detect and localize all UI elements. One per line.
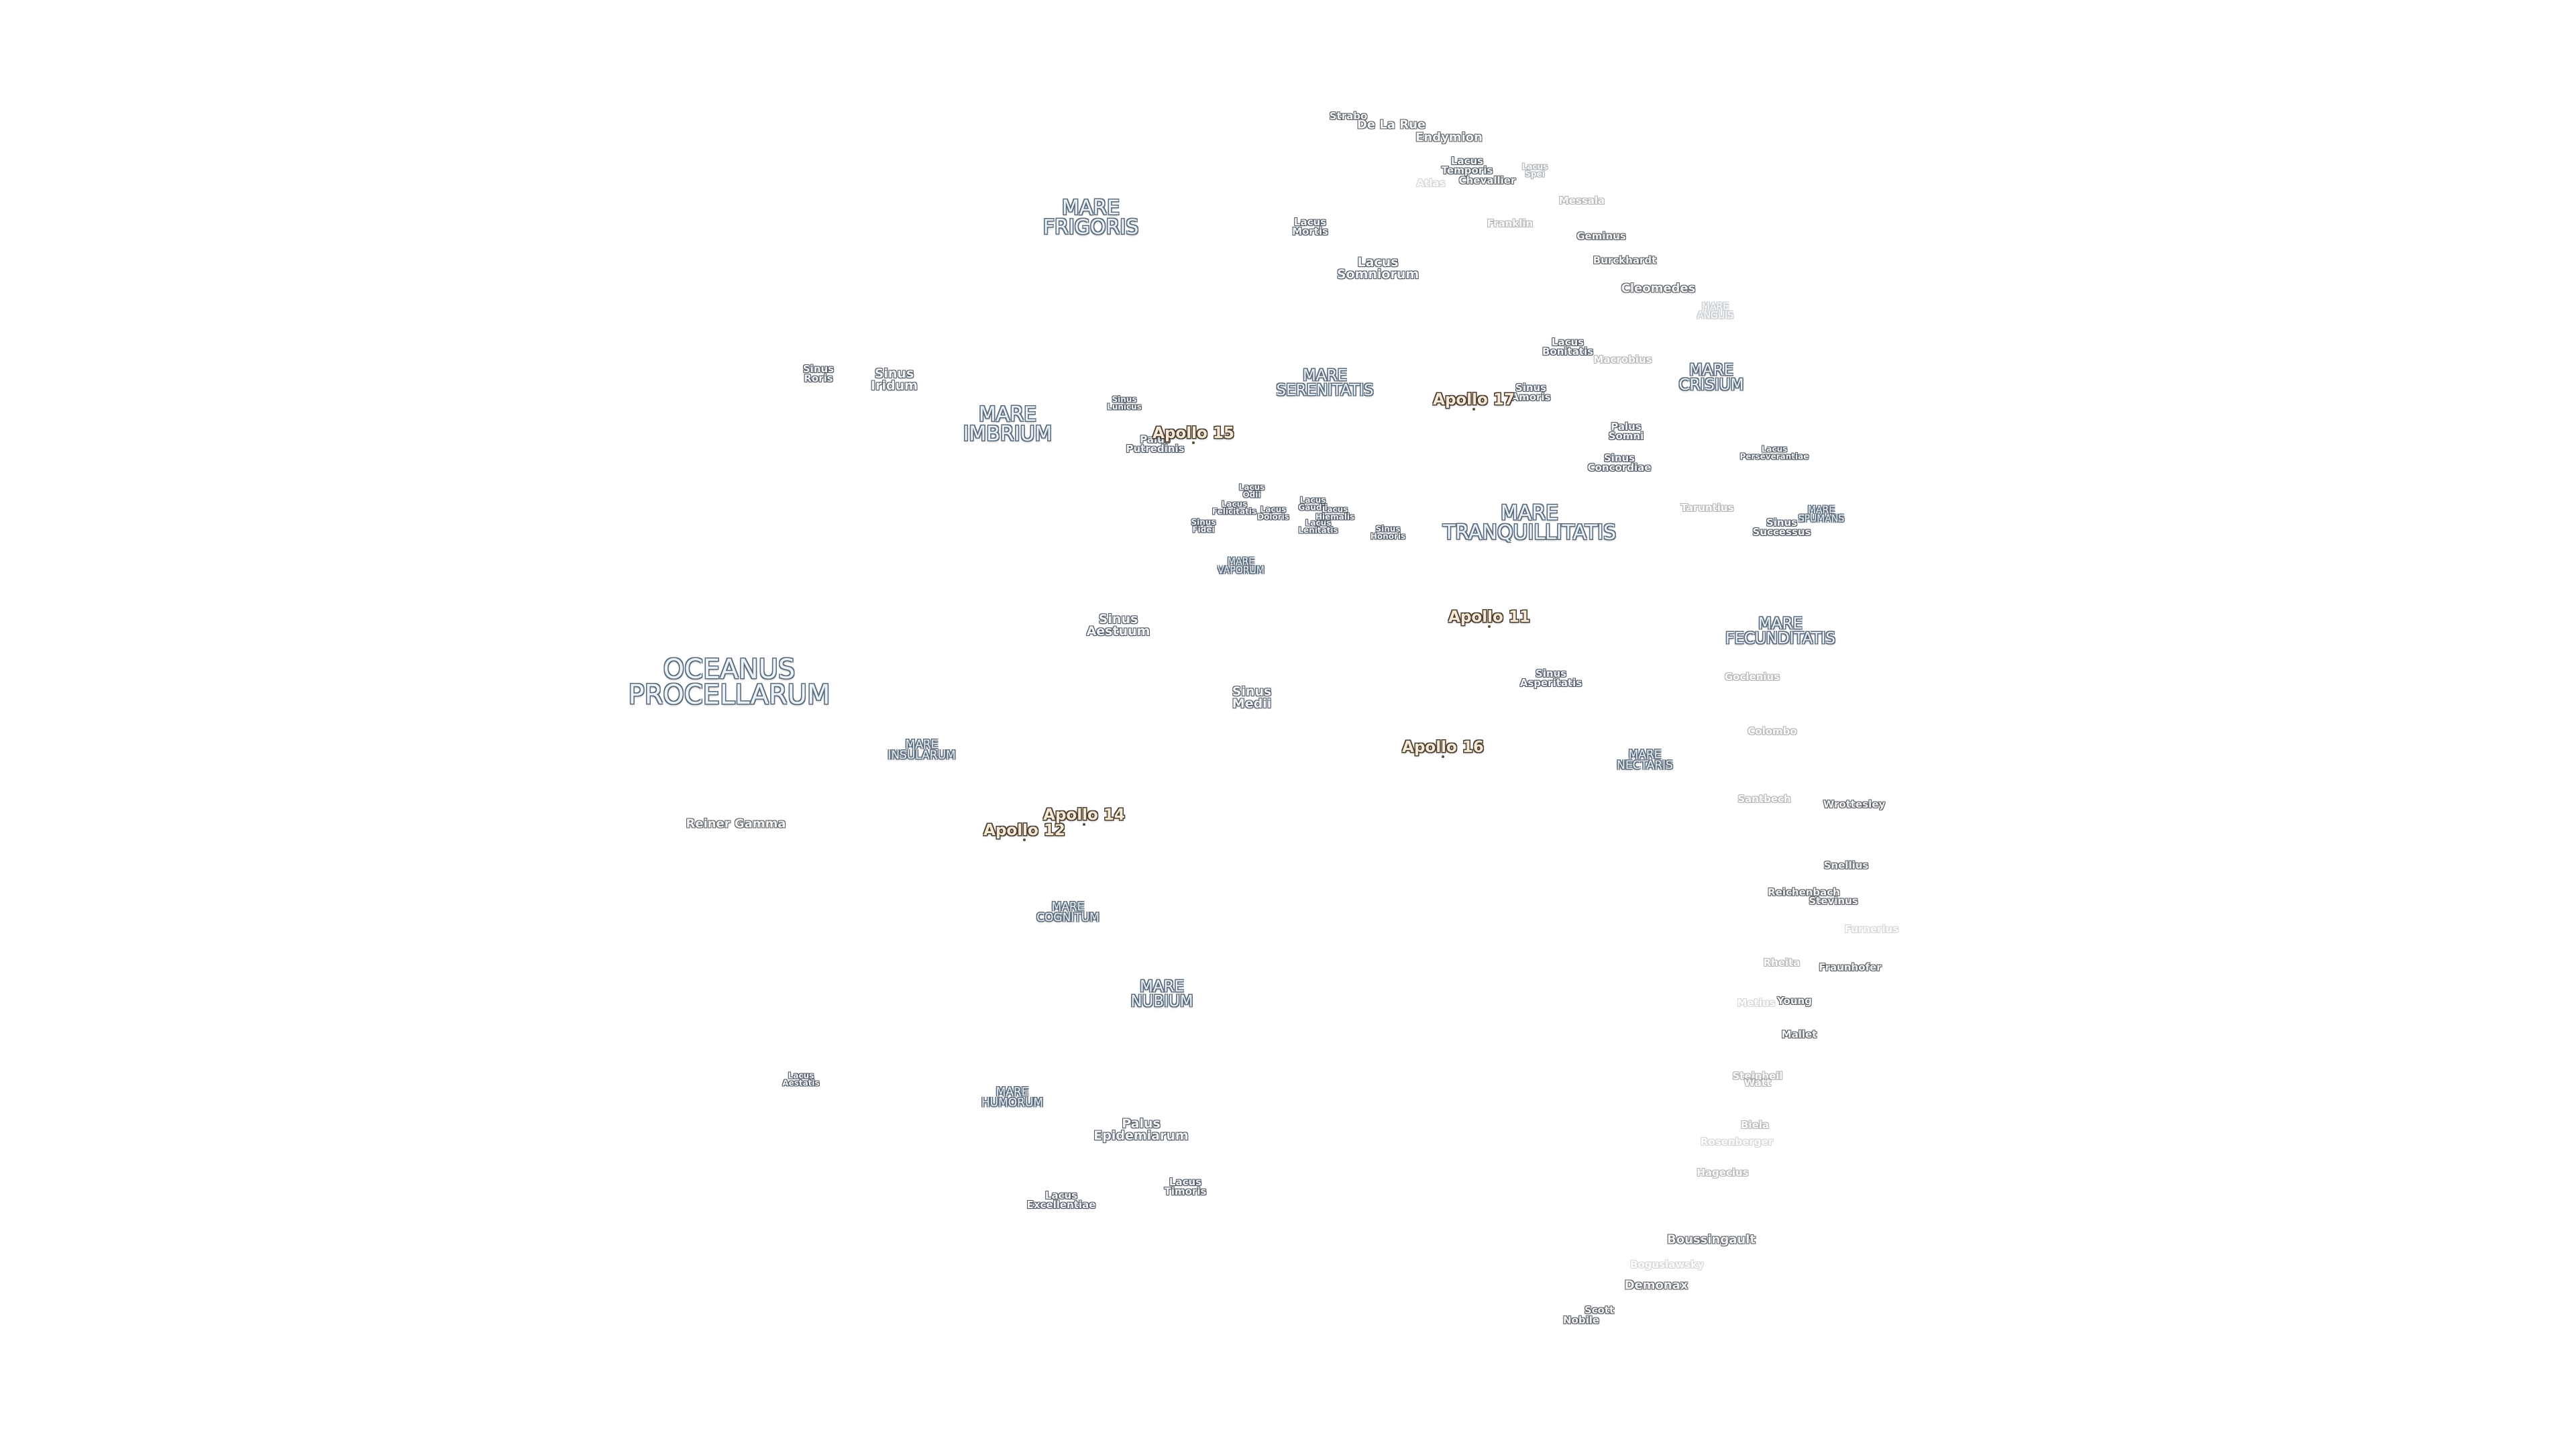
crater-label: Burckhardt: [1593, 254, 1657, 266]
mare-label: MARE NECTARIS: [1617, 747, 1673, 772]
mare-label: MARE FECUNDITATIS: [1725, 615, 1835, 647]
feature-label: Lacus Odii: [1238, 482, 1265, 500]
feature-label: Lacus Mortis: [1292, 215, 1328, 237]
landing-site-marker: [1083, 823, 1085, 826]
crater-label: Boussingault: [1667, 1232, 1756, 1247]
feature-label: Lacus Aestatis: [782, 1071, 820, 1088]
crater-label: Geminus: [1576, 229, 1626, 242]
crater-label: Goclenius: [1724, 670, 1780, 683]
apollo-15-label: Apollo 15: [1152, 425, 1234, 443]
feature-label: Sinus Concordiae: [1587, 451, 1652, 474]
feature-label: Lacus Temporis: [1441, 154, 1493, 176]
crater-label: Colombo: [1748, 724, 1797, 737]
landing-site-marker: [1472, 408, 1475, 411]
feature-label: Palus Putredinis: [1126, 433, 1185, 455]
feature-label: Sinus Roris: [802, 362, 835, 384]
landing-site-marker: [1442, 755, 1444, 758]
crater-label: Nobile: [1562, 1313, 1600, 1326]
mare-label: MARE FRIGORIS: [1042, 196, 1139, 239]
feature-label: Lacus Perseverantiae: [1739, 444, 1809, 462]
crater-label: Rosenberger: [1700, 1135, 1774, 1148]
crater-label: Fraunhofer: [1819, 961, 1882, 973]
feature-label: Sinus Asperitatis: [1519, 667, 1582, 689]
apollo-17-label: Apollo 17: [1433, 391, 1515, 409]
mare-label: MARE TRANQUILLITATIS: [1442, 501, 1617, 544]
crater-label: Steinheil: [1732, 1069, 1783, 1082]
crater-label: Chevallier: [1458, 174, 1516, 186]
feature-label: Sinus Lunicus: [1107, 394, 1142, 412]
mare-label: MARE NUBIUM: [1130, 978, 1193, 1010]
crater-label: Atlas: [1416, 176, 1446, 189]
crater-label: De La Rue: [1356, 117, 1426, 132]
mare-label: OCEANUS PROCELLARUM: [628, 654, 830, 710]
feature-label: Palus Somni: [1608, 420, 1644, 442]
crater-label: Rheita: [1763, 956, 1801, 969]
crater-label: Young: [1777, 994, 1812, 1007]
crater-label: Metius: [1737, 996, 1776, 1009]
mare-label: MARE COGNITUM: [1036, 900, 1099, 924]
crater-label: Macrobius: [1593, 353, 1652, 366]
apollo-12-label: Apollo 12: [983, 822, 1065, 840]
feature-label: Lacus Spei: [1521, 162, 1548, 179]
feature-label: Lacus Lenitatis: [1298, 518, 1338, 535]
crater-label: Furnerius: [1844, 922, 1899, 935]
crater-label: Mallet: [1781, 1028, 1817, 1040]
landing-site-marker: [1192, 441, 1195, 444]
mare-label: MARE CRISIUM: [1678, 362, 1744, 394]
crater-label: Reichenbach: [1768, 885, 1840, 898]
crater-label: Stevinus: [1809, 894, 1858, 907]
apollo-14-label: Apollo 14: [1043, 806, 1125, 824]
crater-label: Endymion: [1415, 130, 1483, 145]
crater-label: Reiner Gamma: [686, 816, 786, 831]
mare-label: MARE SERENITATIS: [1276, 367, 1374, 399]
feature-label: Lacus Excellentiae: [1026, 1189, 1096, 1211]
crater-label: Messala: [1558, 194, 1605, 207]
feature-label: Lacus Somniorum: [1336, 254, 1419, 282]
feature-label: Sinus Amoris: [1511, 381, 1551, 403]
crater-label: Wrottesley: [1823, 798, 1886, 810]
crater-label: Taruntius: [1680, 501, 1734, 514]
mare-label: MARE ANGUIS: [1697, 301, 1734, 321]
crater-label: Santbech: [1737, 792, 1791, 805]
mare-label: MARE INSULARUM: [888, 737, 956, 762]
feature-label: Sinus Aestuum: [1086, 611, 1150, 639]
feature-label: Lacus Felicitatis: [1212, 499, 1257, 517]
mare-label: MARE HUMORUM: [981, 1085, 1044, 1110]
crater-label: Boguslawsky: [1630, 1258, 1704, 1271]
crater-label: Scott: [1584, 1303, 1615, 1316]
crater-label: Snellius: [1823, 859, 1869, 871]
feature-label: Lacus Bonitatis: [1542, 335, 1594, 358]
mare-label: MARE SPUMANS: [1798, 504, 1845, 525]
crater-label: Watt: [1743, 1076, 1772, 1089]
mare-label: MARE IMBRIUM: [963, 402, 1053, 445]
crater-label: Demonax: [1624, 1278, 1688, 1293]
feature-label: Sinus Iridum: [871, 366, 918, 393]
feature-label: Sinus Fidei: [1191, 517, 1216, 535]
apollo-16-label: Apollo 16: [1402, 739, 1484, 757]
crater-label: Cleomedes: [1621, 281, 1696, 296]
crater-label: Strabo: [1329, 109, 1368, 122]
feature-label: Sinus Successus: [1752, 516, 1811, 538]
feature-label: Lacus Timoris: [1164, 1175, 1207, 1197]
feature-label: Sinus Honoris: [1370, 524, 1406, 541]
crater-label: Franklin: [1487, 217, 1534, 229]
mare-label: MARE VAPORUM: [1218, 556, 1265, 576]
crater-label: Hagecius: [1697, 1166, 1749, 1179]
crater-label: Biela: [1740, 1118, 1770, 1131]
landing-site-marker: [1023, 839, 1026, 841]
feature-label: Lacus Doloris: [1257, 504, 1289, 522]
landing-site-marker: [1488, 625, 1491, 628]
feature-label: Palus Epidemiarum: [1093, 1116, 1189, 1143]
feature-label: Lacus Hiemalis: [1315, 504, 1355, 522]
apollo-11-label: Apollo 11: [1448, 608, 1530, 627]
feature-label: Sinus Medii: [1232, 684, 1272, 711]
feature-label: Lacus Gaudii: [1298, 495, 1328, 513]
